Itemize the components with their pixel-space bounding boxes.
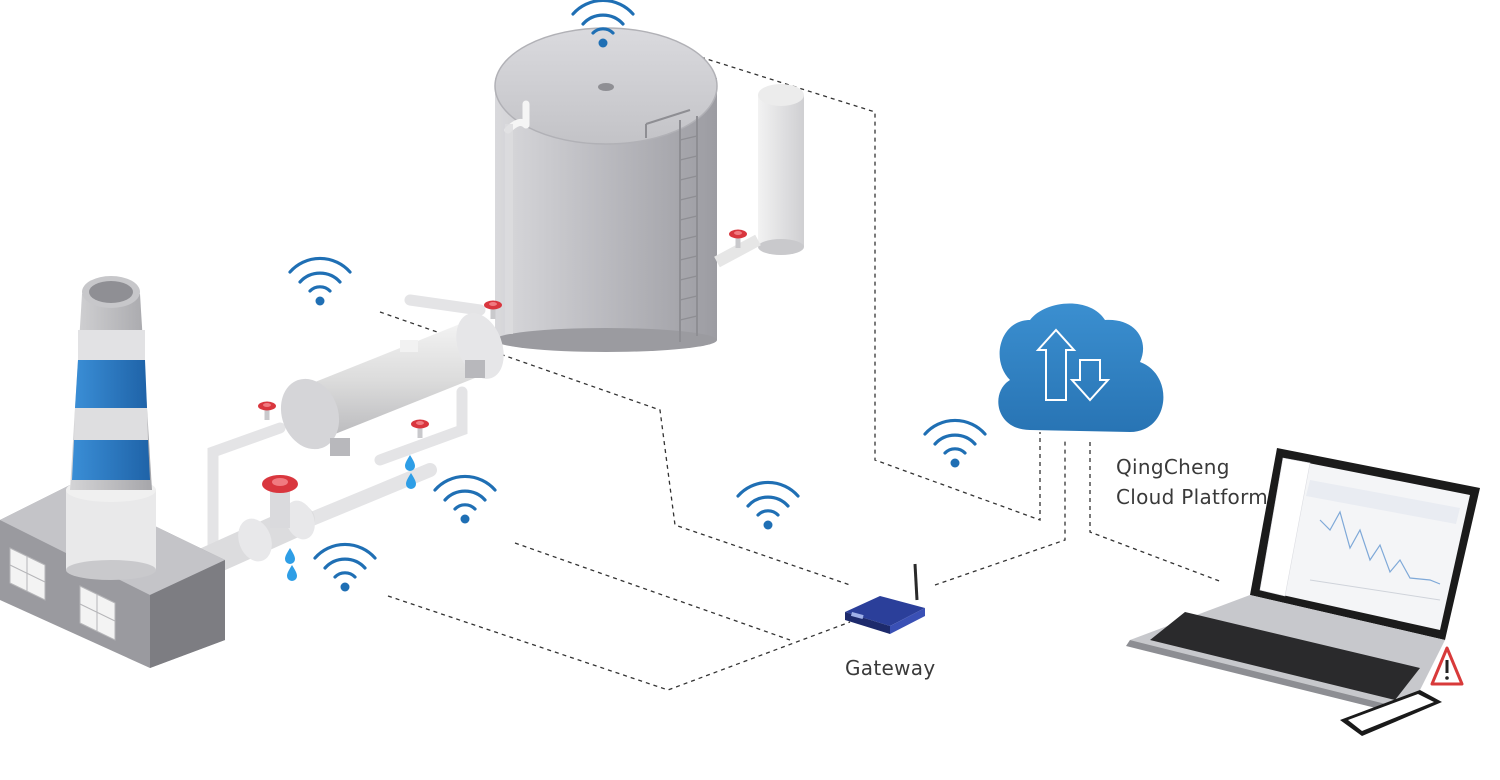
sync-arrows-icon — [1035, 328, 1111, 402]
connection-lines — [379, 37, 1223, 691]
water-drop-icon — [405, 455, 415, 471]
wifi-icon — [313, 542, 377, 594]
wifi-icon — [433, 474, 497, 526]
water-drop-icon — [285, 548, 295, 564]
wifi-icon — [288, 256, 352, 308]
laptop-icon — [1126, 448, 1480, 716]
main-valve — [238, 475, 315, 562]
heat-exchanger — [258, 300, 504, 456]
warning-icon — [1430, 646, 1464, 686]
wifi-icon — [736, 480, 800, 532]
valve-icon — [258, 401, 276, 420]
smartphone-icon — [1340, 690, 1442, 736]
cloud-platform-label: QingCheng Cloud Platform — [1116, 452, 1316, 512]
wifi-icon — [923, 418, 987, 470]
chimney — [66, 276, 156, 580]
cloud-label-line2: Cloud Platform — [1116, 485, 1269, 509]
auxiliary-tank — [714, 84, 804, 268]
cloud-icon — [998, 303, 1164, 432]
gateway-label: Gateway — [845, 656, 936, 680]
valve-icon — [411, 419, 429, 438]
storage-tank — [494, 27, 718, 352]
router-icon — [845, 563, 925, 634]
cloud-label-line1: QingCheng — [1116, 455, 1230, 479]
water-drop-icon — [287, 565, 297, 581]
